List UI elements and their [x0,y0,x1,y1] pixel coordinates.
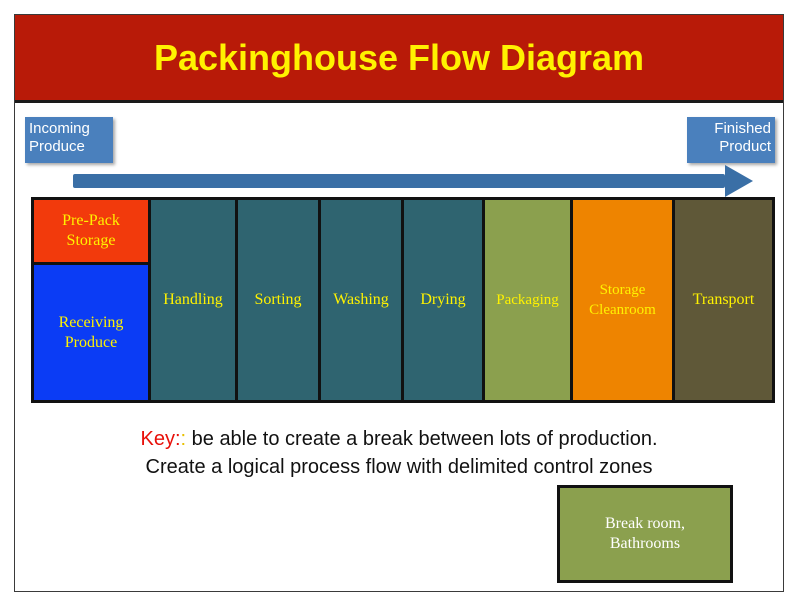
page-title: Packinghouse Flow Diagram [153,36,645,78]
process-zones: Pre-Pack Storage Receiving Produce Handl… [31,197,775,403]
incoming-produce-tag: Incoming Produce [25,117,113,163]
zone-label: Sorting [254,291,302,308]
finished-product-tag: Finished Product [687,117,775,163]
zone-label: Pre-Pack Storage [62,212,120,249]
break-room-box: Break room, Bathrooms [557,485,733,583]
zone-sorting: Sorting [238,200,318,400]
zone-transport: Transport [675,200,772,400]
zone-label: Receiving Produce [58,313,124,351]
zone-storage-cleanroom: Storage Cleanroom [573,200,672,400]
key-text-1: be able to create a break between lots o… [186,428,658,450]
zone-handling: Handling [151,200,235,400]
zone-label: Storage Cleanroom [589,282,656,318]
key-colon: : [180,428,187,450]
zone-receiving-produce: Receiving Produce [34,265,148,400]
zone-pre-pack-storage: Pre-Pack Storage [34,200,148,262]
zone-drying: Drying [404,200,482,400]
zone-label: Drying [420,291,466,308]
zone-label: Handling [163,291,223,308]
key-note: Key:: be able to create a break between … [15,425,783,481]
zone-washing: Washing [321,200,401,400]
zone-label: Packaging [496,292,559,308]
zone-label: Transport [692,291,755,308]
title-bar: Packinghouse Flow Diagram [15,15,783,103]
flow-arrow [73,165,753,197]
flow-arrow-shaft [73,174,725,188]
slide: Packinghouse Flow Diagram Incoming Produ… [14,14,784,592]
zone-label: Washing [333,291,389,308]
key-line-2: Create a logical process flow with delim… [145,456,653,478]
key-label: Key: [140,428,181,450]
flow-arrow-head [725,165,753,197]
key-line-1: Key:: be able to create a break between … [15,425,783,453]
zone-packaging: Packaging [485,200,570,400]
